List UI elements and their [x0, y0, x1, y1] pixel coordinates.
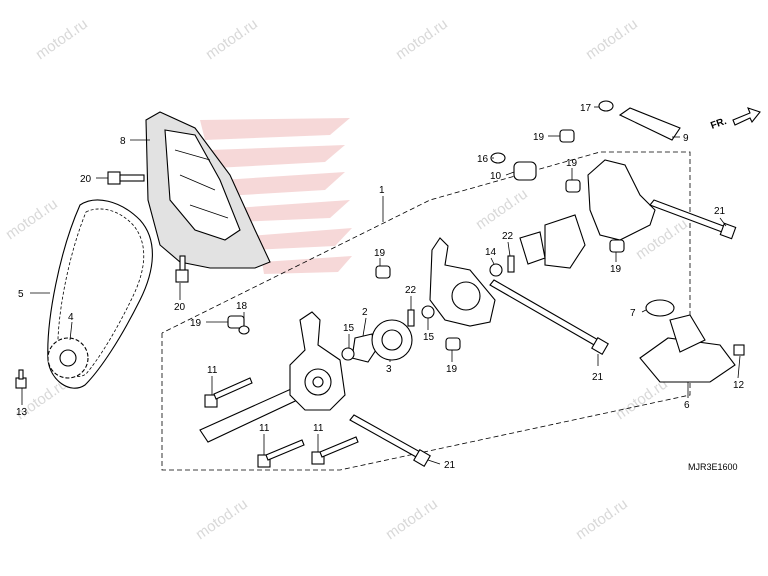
callout-19-upper: 19 — [533, 132, 545, 143]
callout-11-center: 11 — [259, 423, 270, 434]
callout-19-mid-right: 19 — [566, 158, 578, 169]
callout-6: 6 — [684, 400, 690, 411]
part-collar-10[interactable] — [513, 161, 537, 181]
leader-lines — [21, 106, 741, 465]
callout-11-left: 11 — [207, 365, 218, 376]
part-bolt-21-middle[interactable] — [489, 279, 609, 355]
callout-8: 8 — [120, 136, 126, 147]
callout-20-lower: 20 — [174, 302, 186, 313]
part-pump-body-middle[interactable] — [429, 237, 496, 327]
callout-21-lower: 21 — [444, 460, 456, 471]
callout-1: 1 — [379, 185, 385, 196]
arrow-right-icon — [732, 107, 761, 126]
watermark-text: motod.ru — [383, 495, 441, 543]
callout-11-right: 11 — [313, 423, 324, 434]
watermark-text: motod.ru — [583, 15, 641, 63]
part-bolt-21-upper[interactable] — [649, 199, 737, 240]
watermark-text: motod.ru — [613, 375, 671, 423]
callout-7: 7 — [630, 308, 636, 319]
part-dowel-19-mid-right[interactable] — [565, 179, 581, 193]
callout-16: 16 — [477, 154, 489, 165]
callout-3: 3 — [386, 364, 392, 375]
part-dowel-19-center[interactable] — [375, 265, 391, 279]
part-drive-sprocket[interactable] — [47, 337, 89, 379]
callout-12: 12 — [733, 380, 745, 391]
part-outer-rotor[interactable] — [371, 319, 413, 361]
part-oring-16[interactable] — [490, 152, 506, 164]
part-pin-22-lower[interactable] — [407, 309, 415, 327]
part-washer-15-right[interactable] — [421, 305, 435, 319]
watermark-text: motod.ru — [33, 15, 91, 63]
diagram-code: MJR3E1600 — [688, 462, 738, 472]
callout-14: 14 — [485, 247, 497, 258]
part-oil-strainer[interactable] — [639, 314, 736, 383]
part-pump-body-upper[interactable] — [587, 159, 656, 241]
callout-15-right: 15 — [423, 332, 435, 343]
callout-9: 9 — [683, 133, 689, 144]
assembly-frame — [161, 151, 691, 471]
part-dowel-19-low-right[interactable] — [609, 239, 625, 253]
watermark-text: motod.ru — [573, 495, 631, 543]
part-strainer-seal[interactable] — [645, 299, 675, 317]
callout-2: 2 — [362, 307, 368, 318]
callout-19-center: 19 — [374, 248, 386, 259]
callout-13: 13 — [16, 407, 28, 418]
callout-4: 4 — [68, 312, 74, 323]
part-bolt-11-left[interactable] — [204, 377, 253, 408]
callout-18: 18 — [236, 301, 248, 312]
callout-15-left: 15 — [343, 323, 355, 334]
callout-21-upper: 21 — [714, 206, 726, 217]
callout-19-lower: 19 — [446, 364, 458, 375]
callout-17: 17 — [580, 103, 592, 114]
part-bolt-12[interactable] — [733, 344, 745, 356]
part-washer-15-left[interactable] — [341, 347, 355, 361]
front-direction-indicator: FR. — [709, 107, 761, 132]
brand-logo-watermark — [200, 118, 352, 274]
part-bolt-21-lower[interactable] — [349, 414, 431, 467]
part-bolt-13[interactable] — [15, 369, 27, 389]
part-dowel-19-lower[interactable] — [445, 337, 461, 351]
part-pin-22-upper[interactable] — [507, 255, 515, 273]
part-upper-rotor[interactable] — [519, 214, 586, 269]
callout-21-middle: 21 — [592, 372, 604, 383]
front-label: FR. — [709, 116, 728, 132]
callout-10: 10 — [490, 171, 502, 182]
part-bolt-11-right[interactable] — [311, 436, 359, 465]
part-washer-18[interactable] — [238, 325, 250, 335]
callout-19-low-right: 19 — [610, 264, 622, 275]
watermark-text: motod.ru — [3, 195, 61, 243]
callout-22-lower: 22 — [405, 285, 417, 296]
part-washer-14[interactable] — [489, 263, 503, 277]
part-dowel-19-upper[interactable] — [559, 129, 575, 143]
watermark-text: motod.ru — [193, 495, 251, 543]
part-bolt-20-lower[interactable] — [175, 255, 189, 283]
part-chain-guide[interactable] — [145, 111, 271, 269]
watermark-text: motod.ru — [473, 185, 531, 233]
part-bolt-20-upper[interactable] — [107, 171, 145, 185]
part-oil-pipe-9[interactable] — [618, 107, 681, 141]
callout-20-upper: 20 — [80, 174, 92, 185]
watermark-text: motod.ru — [393, 15, 451, 63]
part-bolt-11-center[interactable] — [257, 439, 305, 468]
callout-22-upper: 22 — [502, 231, 514, 242]
part-pump-body-lower[interactable] — [289, 311, 346, 411]
callout-labels: 8 20 20 5 4 13 1 18 19 19 2 15 3 22 15 1… — [16, 103, 745, 472]
callout-5: 5 — [18, 289, 24, 300]
part-oring-17[interactable] — [598, 100, 614, 112]
callout-19-left: 19 — [190, 318, 202, 329]
watermark-text: motod.ru — [203, 15, 261, 63]
